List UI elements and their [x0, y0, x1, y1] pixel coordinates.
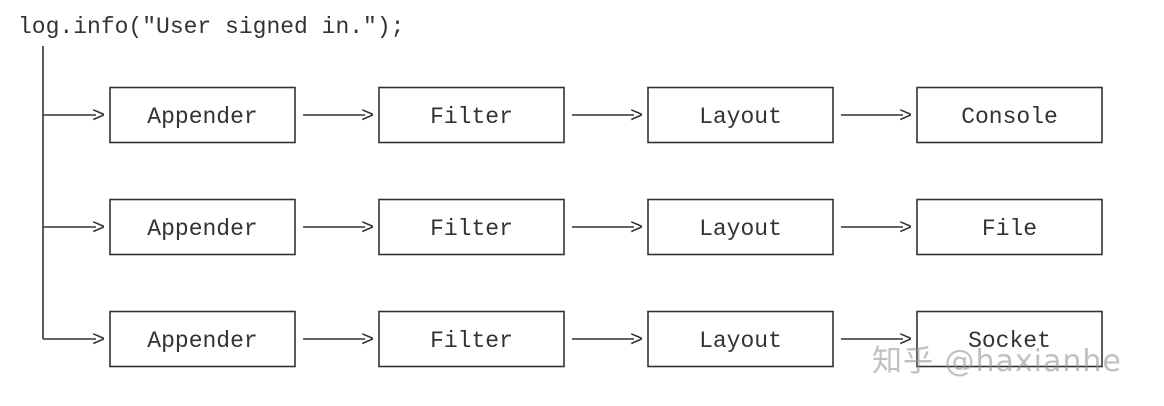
flow-arrow-3-3-head: >: [899, 328, 912, 353]
stage-box-layout: [647, 310, 834, 368]
stage-box-appender: [109, 86, 296, 144]
stage-label-file: File: [982, 216, 1037, 242]
stage-label-layout: Layout: [699, 216, 782, 242]
stage-label-filter: Filter: [430, 104, 513, 130]
stage-box-filter: [378, 198, 565, 256]
branch-arrow-3-head: >: [92, 328, 105, 353]
stage-label-appender: Appender: [147, 216, 257, 242]
stage-label-filter: Filter: [430, 216, 513, 242]
flow-arrow-2-3-head: >: [899, 216, 912, 241]
stage-label-layout: Layout: [699, 328, 782, 354]
flow-arrow-2-2-head: >: [630, 216, 643, 241]
stage-label-console: Console: [961, 104, 1058, 130]
stage-box-socket: [916, 310, 1103, 368]
stage-box-console: [916, 86, 1103, 144]
stage-label-appender: Appender: [147, 104, 257, 130]
stage-label-appender: Appender: [147, 328, 257, 354]
flow-arrow-3-2-head: >: [630, 328, 643, 353]
flow-arrow-1-1-head: >: [361, 104, 374, 129]
stage-box-layout: [647, 86, 834, 144]
stage-label-filter: Filter: [430, 328, 513, 354]
watermark: 知乎 @haxianhe: [872, 344, 1122, 379]
stage-box-appender: [109, 198, 296, 256]
stage-box-layout: [647, 198, 834, 256]
flow-arrow-1-2-head: >: [630, 104, 643, 129]
stage-box-file: [916, 198, 1103, 256]
stage-label-layout: Layout: [699, 104, 782, 130]
branch-arrow-2-head: >: [92, 216, 105, 241]
stage-box-filter: [378, 310, 565, 368]
stage-box-filter: [378, 86, 565, 144]
flow-arrow-1-3-head: >: [899, 104, 912, 129]
flow-arrow-3-1-head: >: [361, 328, 374, 353]
stage-label-socket: Socket: [968, 328, 1051, 354]
branch-arrow-1-head: >: [92, 104, 105, 129]
flow-arrow-2-1-head: >: [361, 216, 374, 241]
code-line: log.info("User signed in.");: [18, 14, 405, 40]
stage-box-appender: [109, 310, 296, 368]
